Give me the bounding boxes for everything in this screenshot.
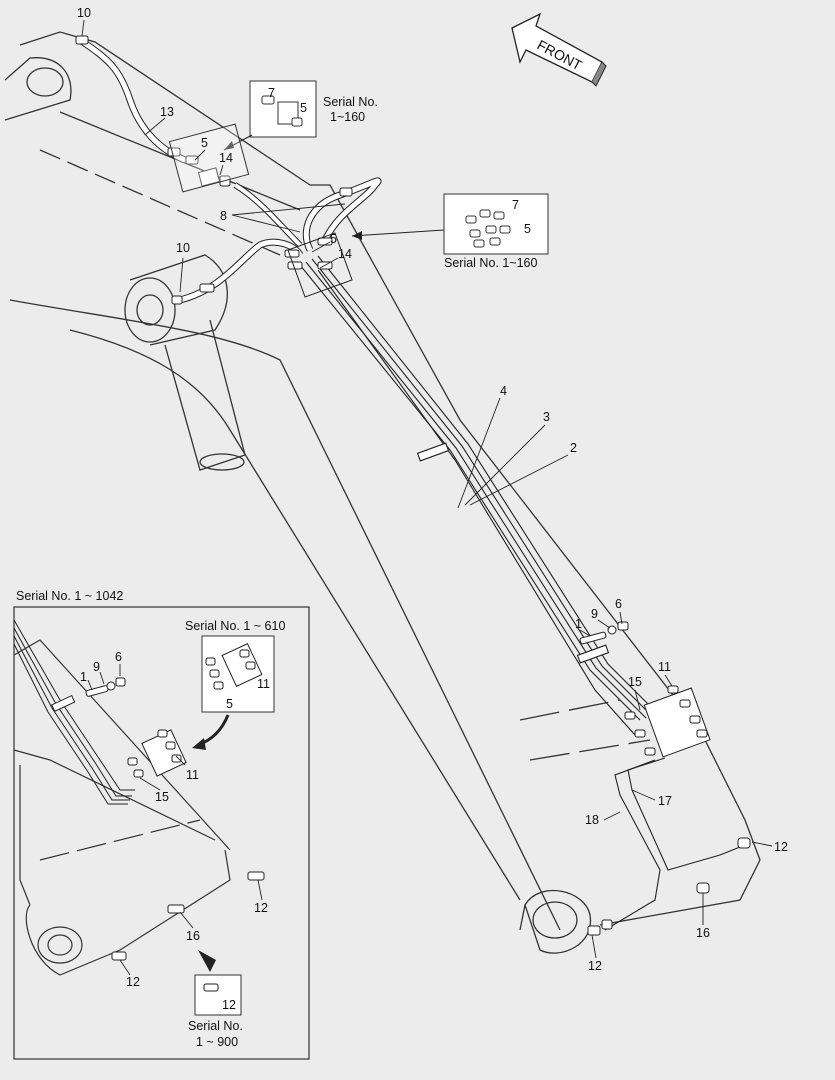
callout-12: 12 bbox=[774, 840, 788, 854]
hose-lines bbox=[78, 37, 746, 931]
callout-4: 4 bbox=[500, 384, 507, 398]
inset-large-serial-1-1042: Serial No. 1 ~ 1042 bbox=[13, 589, 310, 1060]
callout-2: 2 bbox=[570, 441, 577, 455]
serial-range-900: 1 ~ 900 bbox=[196, 1035, 238, 1049]
serial-label-610: Serial No. 1 ~ 610 bbox=[185, 619, 285, 633]
callout-11: 11 bbox=[186, 768, 199, 782]
callout-5: 5 bbox=[226, 697, 233, 711]
callout-8: 8 bbox=[220, 209, 227, 223]
callout-11: 11 bbox=[658, 660, 671, 674]
callout-9: 9 bbox=[93, 660, 100, 674]
callout-12: 12 bbox=[588, 959, 602, 973]
callout-9: 9 bbox=[591, 607, 598, 621]
callout-1: 1 bbox=[80, 670, 87, 684]
callout-12: 12 bbox=[126, 975, 140, 989]
callout-10: 10 bbox=[77, 6, 91, 20]
callout-7: 7 bbox=[268, 86, 275, 100]
callout-3: 3 bbox=[543, 410, 550, 424]
callout-7: 7 bbox=[512, 198, 519, 212]
callout-14: 14 bbox=[219, 151, 233, 165]
callout-15: 15 bbox=[155, 790, 169, 804]
callout-1: 1 bbox=[575, 617, 582, 631]
serial-label: Serial No. bbox=[323, 95, 378, 109]
serial-range: 1~160 bbox=[330, 110, 365, 124]
callout-14: 14 bbox=[338, 247, 352, 261]
callout-12: 12 bbox=[254, 901, 268, 915]
callout-13: 13 bbox=[160, 105, 174, 119]
callout-12: 12 bbox=[222, 998, 236, 1012]
main-callout-labels: 10 13 5 14 8 10 5 14 4 3 2 1 9 6 11 15 1… bbox=[77, 6, 788, 973]
callout-5: 5 bbox=[201, 136, 208, 150]
callout-5: 5 bbox=[300, 101, 307, 115]
callout-18: 18 bbox=[585, 813, 599, 827]
callout-17: 17 bbox=[658, 794, 672, 808]
callout-11: 11 bbox=[257, 677, 270, 691]
inset-top-serial-1-160: 7 5 Serial No. 1~160 bbox=[223, 80, 378, 151]
callout-6: 6 bbox=[615, 597, 622, 611]
serial-label: Serial No. 1~160 bbox=[444, 256, 538, 270]
callout-15: 15 bbox=[628, 675, 642, 689]
detail-box-upper bbox=[168, 123, 250, 193]
serial-label: Serial No. 1 ~ 1042 bbox=[16, 589, 123, 603]
callout-5: 5 bbox=[524, 222, 531, 236]
callout-16: 16 bbox=[186, 929, 200, 943]
callout-10: 10 bbox=[176, 241, 190, 255]
callout-6: 6 bbox=[115, 650, 122, 664]
inset-right-serial-1-160: 7 5 Serial No. 1~160 bbox=[351, 193, 549, 270]
callout-5: 5 bbox=[330, 232, 337, 246]
main-callouts bbox=[81, 19, 773, 959]
callout-16: 16 bbox=[696, 926, 710, 940]
serial-label-900: Serial No. bbox=[188, 1019, 243, 1033]
